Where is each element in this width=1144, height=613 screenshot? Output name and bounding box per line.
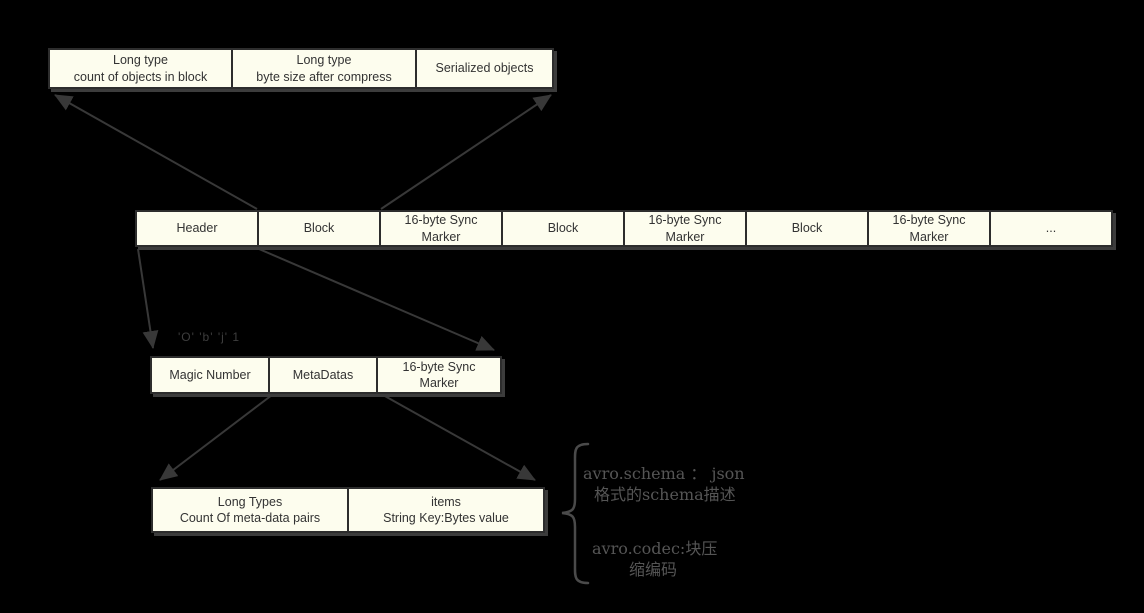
arrow-header-to-magic bbox=[137, 248, 159, 349]
box-block-3: Block bbox=[745, 210, 869, 247]
annotation-schema-line2: 格式的schema描述 bbox=[594, 485, 736, 504]
box-serialized-objects: Serialized objects bbox=[415, 48, 554, 89]
arrow-block-to-detail-left bbox=[54, 94, 258, 210]
annotation-codec-line1: avro.codec:块压 bbox=[592, 539, 718, 558]
row-block-detail: Long type count of objects in block Long… bbox=[48, 48, 554, 89]
box-ellipsis: ... bbox=[989, 210, 1113, 247]
box-block-2: Block bbox=[501, 210, 625, 247]
box-label-line2: count of objects in block bbox=[73, 69, 208, 84]
box-label-line1: 16-byte Sync bbox=[402, 359, 476, 374]
arrow-metadata-to-longtypes bbox=[159, 394, 273, 481]
box-sync-marker-1: 16-byte Sync Marker bbox=[379, 210, 503, 247]
magic-bytes-label: 'O' 'b' 'j' 1 bbox=[178, 330, 241, 344]
box-label-line1: Serialized objects bbox=[435, 61, 534, 76]
box-label-line2: Marker bbox=[419, 376, 459, 390]
box-block-1: Block bbox=[257, 210, 381, 247]
box-label-line1: 16-byte Sync bbox=[404, 213, 478, 228]
box-label-line1: 16-byte Sync bbox=[892, 213, 966, 228]
arrow-metadata-to-items bbox=[382, 394, 536, 481]
box-label-line1: items bbox=[431, 494, 461, 509]
box-sync-marker-header: 16-byte Sync Marker bbox=[376, 356, 502, 394]
box-label-line1: Block bbox=[547, 221, 579, 236]
box-label-line1: Long Types bbox=[217, 494, 283, 509]
box-label-line1: 16-byte Sync bbox=[648, 213, 722, 228]
row-file-structure: Header Block 16-byte Sync Marker Block 1… bbox=[135, 210, 1113, 247]
box-label-line1: Magic Number bbox=[169, 367, 251, 382]
arrow-block-to-detail-right bbox=[380, 94, 552, 210]
box-header: Header bbox=[135, 210, 259, 247]
box-long-types-count: Long Types Count Of meta-data pairs bbox=[151, 487, 349, 533]
box-magic-number: Magic Number bbox=[150, 356, 270, 394]
box-label-line1: Block bbox=[791, 221, 823, 236]
box-label-line1: Long type bbox=[113, 53, 168, 68]
row-header-detail: Magic Number MetaDatas 16-byte Sync Mark… bbox=[150, 356, 502, 394]
box-label-line1: Block bbox=[303, 221, 335, 236]
box-label-line2: Marker bbox=[665, 229, 705, 244]
box-label-line1: ... bbox=[1045, 221, 1057, 236]
box-sync-marker-2: 16-byte Sync Marker bbox=[623, 210, 747, 247]
box-label-line2: Marker bbox=[909, 229, 949, 244]
box-items-keyvalue: items String Key:Bytes value bbox=[347, 487, 545, 533]
box-byte-size: Long type byte size after compress bbox=[231, 48, 417, 89]
box-label-line1: MetaDatas bbox=[292, 367, 354, 382]
box-label-line2: byte size after compress bbox=[256, 69, 392, 84]
box-count-of-objects: Long type count of objects in block bbox=[48, 48, 233, 89]
annotation-codec-line2: 缩编码 bbox=[629, 560, 678, 579]
box-metadatas: MetaDatas bbox=[268, 356, 378, 394]
arrow-header-to-sync bbox=[258, 248, 495, 351]
box-label-line2: Count Of meta-data pairs bbox=[179, 511, 321, 525]
box-sync-marker-3: 16-byte Sync Marker bbox=[867, 210, 991, 247]
annotation-schema-line1: avro.schema ： json bbox=[583, 464, 745, 483]
box-label-line1: Header bbox=[176, 221, 218, 236]
box-label-line1: Long type bbox=[296, 53, 352, 68]
box-label-line2: Marker bbox=[421, 229, 461, 244]
row-metadata-detail: Long Types Count Of meta-data pairs item… bbox=[151, 487, 545, 533]
box-label-line2: String Key:Bytes value bbox=[383, 511, 509, 525]
